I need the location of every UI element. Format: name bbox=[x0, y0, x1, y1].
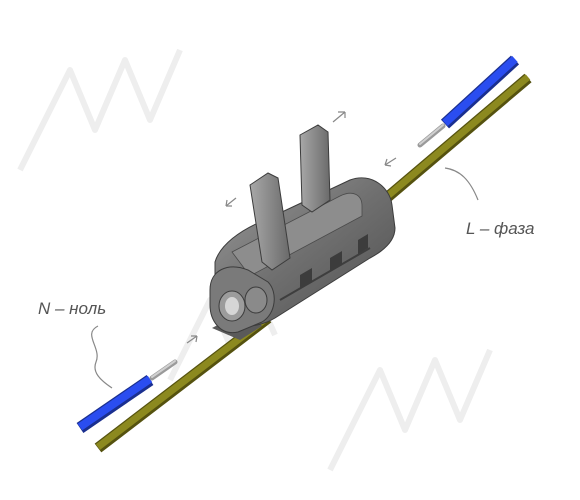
lever-right bbox=[299, 124, 331, 213]
neutral-wire-right bbox=[417, 55, 520, 148]
motion-arrow-icon bbox=[186, 111, 397, 344]
callout-leaders bbox=[91, 167, 479, 389]
phase-wire-right bbox=[366, 73, 532, 217]
phase-label: L – фаза bbox=[466, 219, 535, 238]
lever-left bbox=[249, 172, 291, 271]
lever-connector bbox=[209, 177, 396, 340]
neutral-wire-left bbox=[76, 359, 178, 433]
neutral-label: N – ноль bbox=[38, 299, 106, 318]
